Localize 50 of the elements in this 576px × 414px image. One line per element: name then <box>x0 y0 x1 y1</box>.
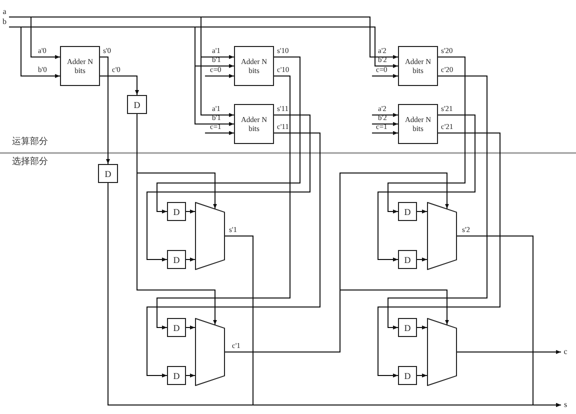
arrow <box>416 326 428 330</box>
arrow <box>146 132 320 378</box>
arrow <box>186 258 196 262</box>
arrow <box>416 258 428 262</box>
flip-flop-box: D <box>167 250 186 269</box>
arrow <box>156 56 300 214</box>
arrow <box>372 131 398 135</box>
arrow <box>204 131 234 135</box>
multiplexer-symbol <box>427 318 457 386</box>
arrow <box>8 16 398 59</box>
input-label: a <box>0 6 9 17</box>
flip-flop-box: D <box>398 250 417 269</box>
flip-flop-box: D <box>167 366 186 385</box>
arrow <box>136 114 217 326</box>
arrow <box>456 350 562 354</box>
arrow <box>378 114 476 262</box>
output-label: c <box>561 346 570 358</box>
arrow <box>186 326 196 330</box>
flip-flop-box: D <box>398 202 417 221</box>
arrow <box>146 114 310 262</box>
flip-flop-box: D <box>98 164 118 183</box>
flip-flop-box: D <box>398 366 417 385</box>
section-label: 运算部分 <box>12 137 48 148</box>
arrow <box>388 76 488 330</box>
multiplexer-symbol <box>427 202 457 270</box>
arrow <box>372 74 398 78</box>
arrow <box>456 236 562 407</box>
flip-flop-box: D <box>398 318 417 337</box>
arrow <box>186 374 196 378</box>
arrow <box>388 56 466 214</box>
input-label: b <box>0 17 9 27</box>
arrow <box>100 76 139 96</box>
arrow <box>372 122 398 126</box>
arrow <box>372 113 398 117</box>
arrow <box>378 132 500 378</box>
arrow <box>186 210 196 214</box>
multiplexer-symbol <box>195 318 225 386</box>
section-label: 选择部分 <box>12 157 48 168</box>
flip-flop-box: D <box>167 202 186 221</box>
arrow <box>416 374 428 378</box>
arrow <box>416 210 428 214</box>
arrow <box>8 26 398 68</box>
arrow <box>224 290 449 352</box>
output-label: s <box>561 399 570 411</box>
arrow <box>100 56 110 164</box>
arrow <box>204 74 234 78</box>
multiplexer-symbol <box>195 202 225 270</box>
flip-flop-box: D <box>167 318 186 337</box>
flip-flop-box: D <box>127 95 147 114</box>
arrow <box>156 76 290 330</box>
